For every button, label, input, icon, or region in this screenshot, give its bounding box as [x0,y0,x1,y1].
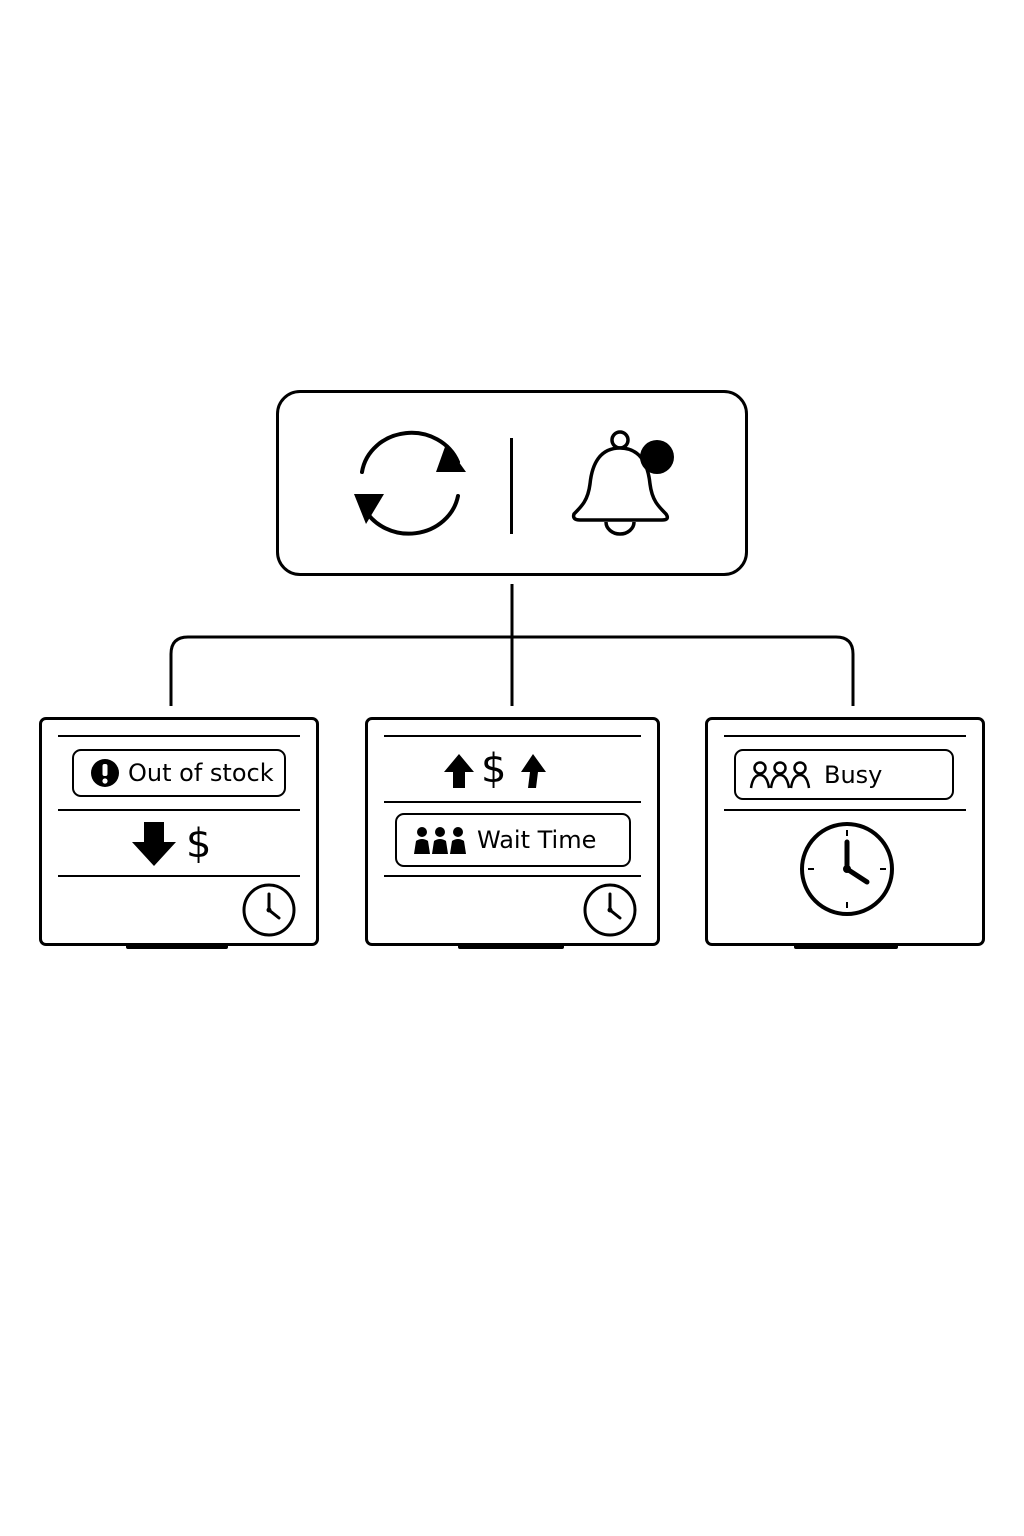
card-base [126,944,228,949]
people-icon [414,827,466,854]
card-base [794,944,898,949]
hub-divider [510,438,513,534]
people-outline-icon [749,760,811,788]
clock-icon [242,883,296,937]
badge-label: Out of stock [128,759,274,787]
card-divider [384,875,641,877]
bell-notification-icon[interactable] [568,428,680,540]
badge-label: Wait Time [477,826,597,854]
arrow-down-icon [132,822,176,866]
price-symbol: $ [186,821,212,867]
arrow-up-icon [444,754,474,788]
status-badge-busy[interactable]: Busy [734,749,954,800]
status-badge-wait-time[interactable]: Wait Time [395,813,631,867]
badge-label: Busy [824,760,883,789]
clock-icon [800,822,894,916]
refresh-icon[interactable] [350,430,470,536]
clock-icon [583,883,637,937]
card-divider [58,735,300,737]
card-divider [384,735,641,737]
card-divider [724,809,966,811]
card-divider [724,735,966,737]
alert-icon [91,759,119,787]
trend-up-icon [521,754,546,788]
card-base [458,944,564,949]
card-divider [58,809,300,811]
price-symbol: $ [481,746,507,792]
card-divider [384,801,641,803]
card-divider [58,875,300,877]
status-badge-out-of-stock[interactable]: Out of stock [72,749,286,797]
